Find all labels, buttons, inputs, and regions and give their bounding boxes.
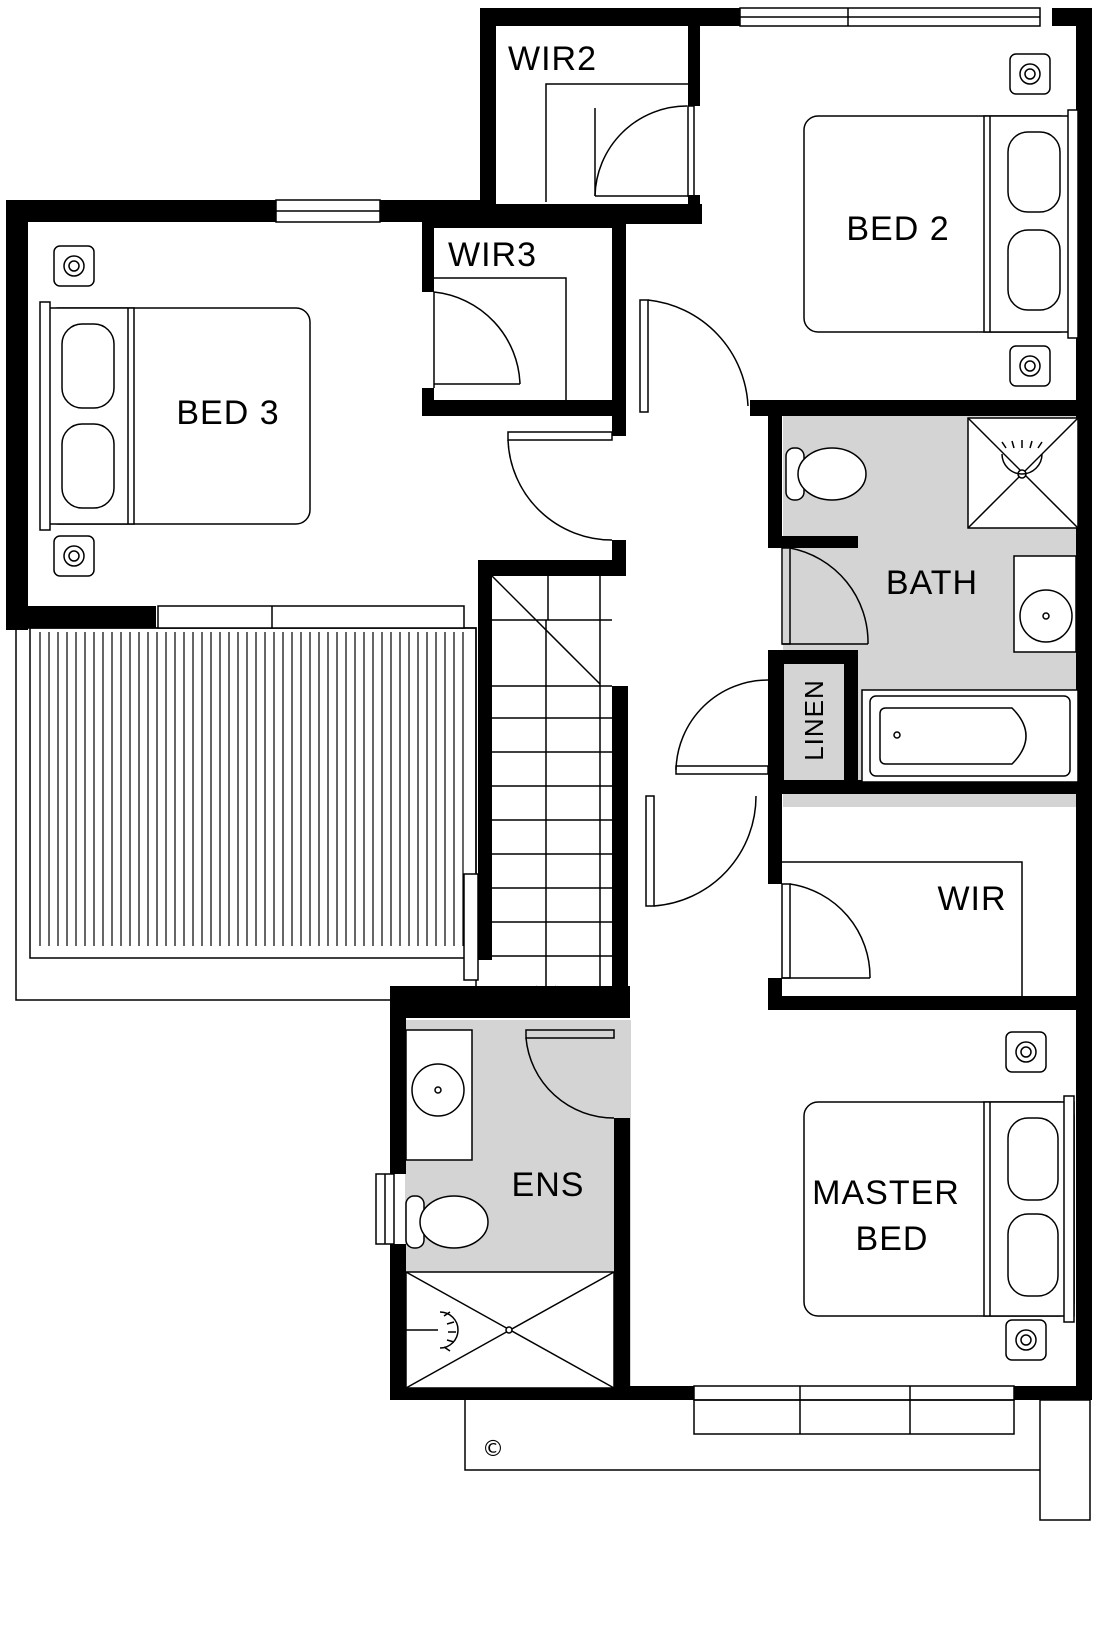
bed-icon: [803, 1095, 1075, 1323]
power-points: [53, 53, 1051, 1361]
power-point-icon: [1009, 53, 1051, 95]
room-label-ens: ENS: [512, 1166, 585, 1204]
power-point-icon: [1005, 1031, 1047, 1073]
walls: [6, 8, 1092, 1400]
door-swing-icon: [639, 299, 749, 413]
window-icon: [157, 605, 465, 629]
robe-shelves: [434, 83, 1023, 996]
room-label-bath: BATH: [886, 564, 978, 602]
window-icon: [693, 1385, 1015, 1435]
room-label-master-line2: BED: [856, 1220, 929, 1258]
copyright-mark: ©: [482, 1437, 504, 1462]
window-icon: [275, 199, 381, 223]
door-swing-icon: [675, 679, 769, 775]
bed-icon: [39, 301, 311, 531]
window-icon: [463, 873, 479, 981]
room-label-bed3: BED 3: [176, 394, 279, 432]
door-swing-icon: [525, 1029, 615, 1119]
basin-icon: [1013, 555, 1077, 653]
door-swing-icon: [594, 105, 695, 197]
bathtub-icon: [861, 689, 1079, 783]
room-label-master-line1: MASTER: [812, 1174, 960, 1212]
door-swing-icon: [781, 883, 871, 979]
pillow-icon: [1007, 1213, 1059, 1297]
room-label-linen: LINEN: [799, 679, 829, 761]
room-label-wir2: WIR2: [508, 40, 597, 78]
room-labels: WIR2 BED 2 WIR3 BED 3 BATH LINEN WIR ENS…: [176, 40, 1006, 1258]
pillow-icon: [1007, 131, 1061, 213]
room-label-wir: WIR: [937, 880, 1006, 918]
door-swing-icon: [507, 431, 613, 541]
doors: [433, 105, 871, 1119]
toilet-icon: [785, 447, 867, 501]
door-swing-icon: [781, 547, 869, 645]
room-label-bed2: BED 2: [846, 210, 949, 248]
pillow-icon: [1007, 1117, 1059, 1201]
basin-icon: [405, 1029, 473, 1161]
room-label-wir3: WIR3: [448, 236, 537, 274]
pillow-icon: [61, 323, 115, 409]
power-point-icon: [1005, 1319, 1047, 1361]
window-icon: [375, 1173, 395, 1245]
pillow-icon: [1007, 229, 1061, 311]
shower-icon: [967, 417, 1079, 529]
pillow-icon: [61, 423, 115, 509]
bed-icon: [803, 109, 1079, 339]
window-icon: [739, 7, 1041, 27]
windows: [157, 7, 1041, 1435]
door-swing-icon: [645, 795, 757, 907]
power-point-icon: [1009, 345, 1051, 387]
power-point-icon: [53, 245, 95, 287]
toilet-icon: [405, 1195, 489, 1249]
stair-icon: [491, 575, 612, 1002]
shower-icon: [405, 1271, 615, 1389]
balcony: [15, 627, 477, 1001]
power-point-icon: [53, 535, 95, 577]
door-swing-icon: [433, 291, 521, 388]
porch: [464, 1399, 1091, 1521]
